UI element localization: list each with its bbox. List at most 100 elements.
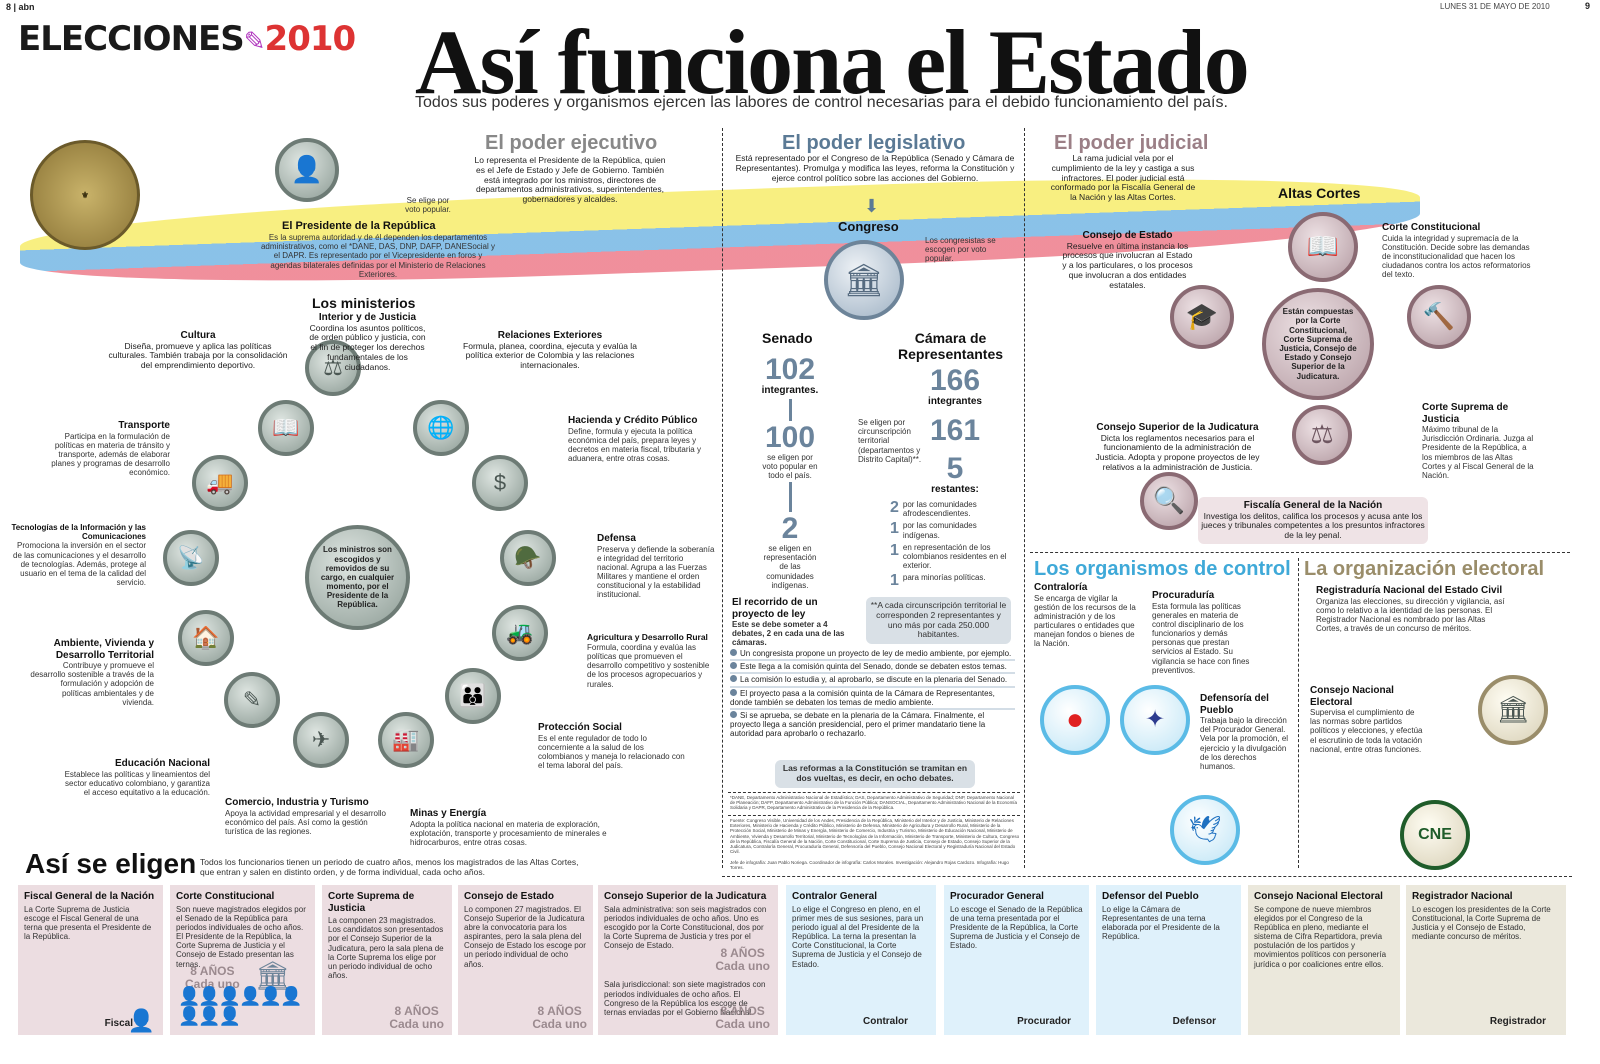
- divider: [1298, 558, 1299, 868]
- elections-banner: ELECCIONES✎2010: [18, 19, 356, 59]
- ministry-tic: Tecnologías de la Información y las Comu…: [11, 523, 146, 588]
- section-heading-judicial: El poder judicial: [1054, 132, 1209, 154]
- refinery-icon: 🏭: [378, 712, 434, 768]
- cne-logo-icon: CNE: [1400, 800, 1470, 870]
- flag-ribbon: [20, 165, 1420, 295]
- footnote: *DANE, Departamento Administrativo Nacio…: [730, 795, 1018, 811]
- coat-of-arms-seal: ⚜: [30, 140, 140, 250]
- president-vote-note: Se elige por voto popular.: [405, 196, 451, 215]
- page-number-right: 9: [1585, 1, 1591, 11]
- pencil-dollar-icon: ✎: [224, 672, 280, 728]
- soldier-map-icon: 🪖: [500, 530, 556, 586]
- defensoria-logo-icon: 🕊: [1170, 795, 1240, 865]
- recorrido-steps: Un congresista propone un proyecto de le…: [730, 648, 1015, 740]
- senado-title: Senado: [762, 330, 813, 346]
- open-book-icon: 📖: [1288, 212, 1358, 282]
- gavel-icon: 🔨: [1407, 285, 1471, 349]
- divider: [1030, 552, 1570, 553]
- credits: Jefe de infografía: Juan Pablo Noriega. …: [730, 860, 1009, 871]
- camara-numbers: 166 integrantes 161 5 restantes:: [928, 364, 982, 495]
- ejecutivo-intro: Lo representa el Presidente de la Repúbl…: [474, 155, 666, 205]
- recorrido-header: El recorrido de un proyecto de ley Este …: [732, 597, 845, 648]
- capitol-icon: 🏛: [255, 960, 291, 991]
- altas-cortes-label: Altas Cortes: [1278, 185, 1361, 201]
- camara-title: Cámara de Representantes: [897, 330, 1004, 363]
- scales-icon: ⚖: [1292, 405, 1352, 465]
- people-icons: 👤👤👤👤👤👤👤👤👤: [178, 985, 302, 1027]
- reform-note: Las reformas a la Constitución se tramit…: [775, 760, 975, 788]
- house-icon: 🏠: [178, 610, 234, 666]
- interior-justice-icon: ⚖: [305, 340, 361, 396]
- ministries-center: Los ministros son escogidos y removidos …: [305, 525, 410, 630]
- camara-note: **A cada circunscripción territorial le …: [866, 597, 1011, 645]
- tractor-icon: 🚜: [492, 605, 548, 661]
- president-title: El Presidente de la República: [282, 220, 436, 232]
- globe-icon: 🌐: [413, 400, 469, 456]
- section-heading-electoral: La organización electoral: [1304, 558, 1545, 580]
- section-heading-legislativo: El poder legislativo: [782, 132, 966, 154]
- sources: Fuente: Congreso Visible, Universidad de…: [730, 818, 1020, 855]
- date: LUNES 31 DE MAYO DE 2010: [1440, 2, 1550, 11]
- eligen-intro: Todos los funcionarios tienen un periodo…: [200, 857, 579, 877]
- ministry-ambiente: Ambiente, Vivienda y Desarrollo Territor…: [30, 638, 154, 707]
- family-hand-icon: 👪: [445, 668, 501, 724]
- divider: [722, 128, 723, 868]
- divider: [722, 876, 1572, 877]
- legislativo-intro: Está representado por el Congreso de la …: [735, 153, 1015, 183]
- page-title: Así funciona el Estado: [415, 11, 1250, 113]
- capitol-icon: 🏛: [824, 240, 904, 320]
- senado-numbers: 102 integrantes. 100 se eligen por voto …: [761, 353, 819, 590]
- section-heading-control: Los organismos de control: [1034, 558, 1291, 580]
- divider: [1024, 128, 1025, 868]
- magnifier-icon: 🔍: [1140, 472, 1198, 530]
- contraloria-logo-icon: ●: [1040, 685, 1110, 755]
- dollar-map-icon: $: [472, 455, 528, 511]
- divider: [728, 792, 1020, 793]
- page-number-left: 8 | abn: [6, 2, 35, 12]
- truck-icon: 🚚: [192, 455, 248, 511]
- section-heading-ejecutivo: El poder ejecutivo: [485, 132, 658, 154]
- divider: [728, 815, 1020, 816]
- ministries-heading: Los ministerios: [312, 295, 416, 311]
- altas-cortes-center: Están compuestas por la Corte Constituci…: [1262, 288, 1374, 400]
- section-heading-eligen: Así se eligen: [25, 848, 197, 879]
- person-icon: 👤: [127, 1007, 155, 1033]
- procuraduria-logo-icon: ✦: [1120, 685, 1190, 755]
- book-ball-icon: 📖: [258, 400, 314, 456]
- congreso-note: Los congresistas se escogen por voto pop…: [925, 236, 996, 264]
- page-subtitle: Todos sus poderes y organismos ejercen l…: [415, 94, 1228, 111]
- judicial-intro: La rama judicial vela por el cumplimient…: [1050, 153, 1196, 203]
- graduate-icon: 🎓: [1170, 285, 1234, 349]
- president-text: Es la suprema autoridad y de él dependen…: [260, 233, 495, 279]
